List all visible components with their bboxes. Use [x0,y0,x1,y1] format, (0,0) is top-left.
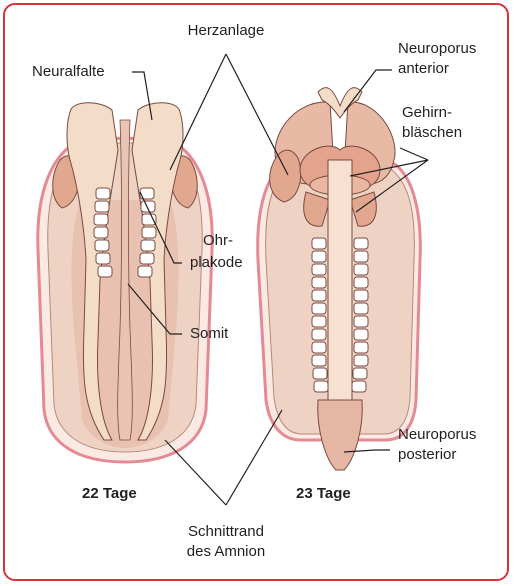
label-herzanlage: Herzanlage [180,22,272,40]
leader-herzanlage-right [226,54,288,175]
label-schnittrand-1: Schnittrand [170,523,282,541]
label-neuralfalte: Neuralfalte [32,63,105,81]
label-gehirnblaeschen-1: Gehirn- [402,104,452,122]
label-neuroporus-anterior-2: anterior [398,60,449,78]
tail-23 [318,400,363,470]
label-neuroporus-posterior-2: posterior [398,446,456,464]
label-somit: Somit [190,325,228,343]
label-neuroporus-anterior-1: Neuroporus [398,40,476,58]
leader-schnittrand-right [226,410,282,505]
embryo-22-days [38,103,212,462]
label-22-tage: 22 Tage [82,485,137,503]
leader-gehirn-1 [400,148,428,160]
label-ohrplakode-1: Ohr- [188,232,248,250]
label-ohrplakode-2: plakode [190,254,243,272]
label-gehirnblaeschen-2: bläschen [402,124,462,142]
label-23-tage: 23 Tage [296,485,351,503]
label-neuroporus-posterior-1: Neuroporus [398,426,476,444]
embryo-23-days [258,88,421,470]
leader-schnittrand-left [165,440,226,505]
label-schnittrand-2: des Amnion [170,543,282,561]
